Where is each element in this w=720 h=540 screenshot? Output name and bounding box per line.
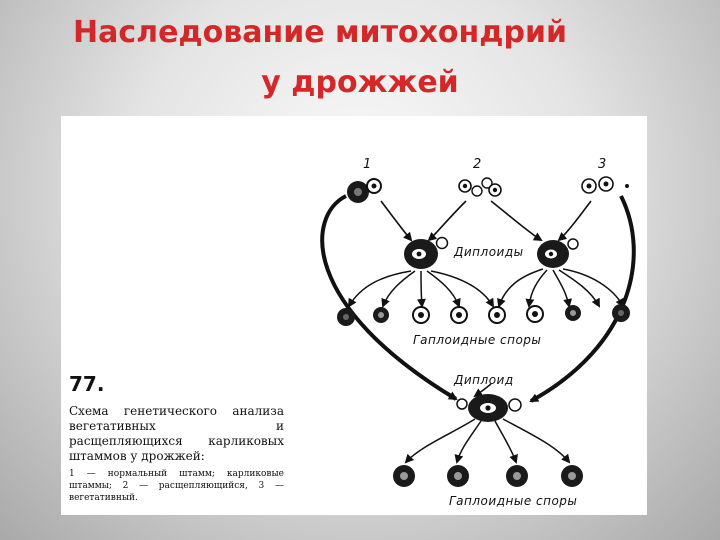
strain-number-3: 3 [598,157,607,172]
strain-number-2: 2 [473,157,482,172]
yeast-genetics-figure: 1 2 3 Диплоиды Гаплоидные споры Диплоид … [61,116,647,515]
label-diploid: Диплоид [454,373,514,387]
outer-arc-right [529,195,636,403]
title-line-2: у дрожжей [261,65,459,100]
strain-number-1: 1 [363,157,372,172]
right-spore-arrows [497,268,624,308]
outer-arc-left [320,194,458,401]
figure-caption: 77. Схема генетического анализа вегетати… [69,372,284,504]
caption-legend: 1 — нормальный штамм; карликовые штаммы;… [69,469,284,503]
strain-3-cells [581,176,629,194]
diploid-cell-left [404,236,449,269]
figure-number: 77. [69,372,105,396]
scheme-drawing [320,176,636,487]
arrow-1-to-diploid-left [380,200,413,242]
slide-title: Наследование митохондрий у дрожжей [0,8,720,108]
spores-to-diploid-arrow [473,383,492,398]
spore-row-1 [337,304,630,326]
page-number: 120 [662,520,680,530]
label-haploid-spores-2: Гаплоидные споры [449,494,578,508]
central-diploid-cell [456,394,522,422]
label-diploids: Диплоиды [454,245,524,259]
arrow-2-to-diploid-right [490,200,543,242]
diploid-cell-right [537,238,579,268]
caption-text: Схема генетического анализа вегетативных… [69,404,284,463]
title-line-1: Наследование митохондрий [72,15,568,50]
strain-2-cells [458,177,502,197]
spore-row-2 [393,465,583,487]
arrow-2-to-diploid-left [427,200,467,242]
arrow-3-to-diploid-right [557,200,592,242]
bottom-spore-arrows [404,418,571,464]
label-haploid-spores-1: Гаплоидные споры [413,333,542,347]
left-spore-arrows [347,270,495,308]
strain-1-cells [347,178,382,203]
